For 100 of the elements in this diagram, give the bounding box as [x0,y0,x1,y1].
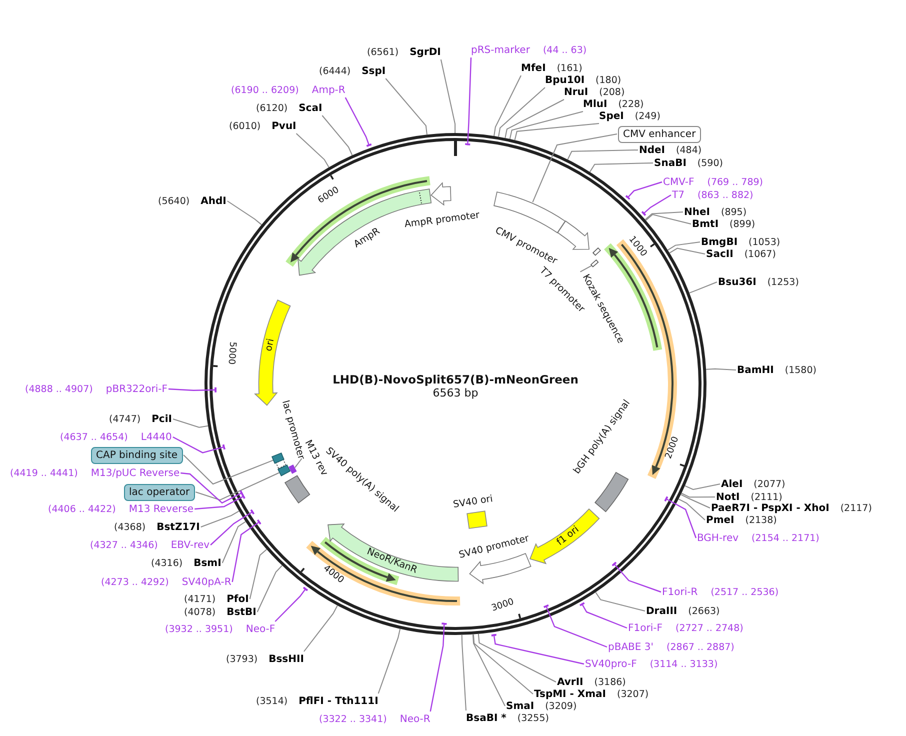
leader-line [532,134,618,203]
feature-label: ori [263,338,277,352]
leader-line [641,194,672,216]
enzyme-site-label: (4316) BsmI [151,556,222,570]
scale-label: 2000 [664,435,682,460]
leader-line [595,592,646,612]
primer-site-label: BGH-rev (2154 .. 2171) [697,532,820,544]
leader-line [385,78,428,136]
scale-label: 3000 [490,597,516,615]
leader-line [580,265,592,272]
primer-site-label: (3932 .. 3951) Neo-F [165,622,276,636]
enzyme-site-label: TspMI - XmaI (3207) [534,688,649,700]
enzyme-site-label: AleI (2077) [721,478,786,490]
feature-tag: CAP binding site [91,446,183,464]
leader-line [504,99,564,138]
enzyme-site-label: NdeI (484) [639,144,702,156]
enzyme-site-label: (3793) BssHII [226,652,304,666]
enzyme-site-label: (6444) SspI [319,64,386,78]
leader-line [644,212,684,220]
leader-line [579,602,628,629]
enzyme-site-label: Bpu10I (180) [545,74,622,86]
leader-line [172,436,226,454]
leader-line [514,123,600,141]
primer-site-label: (3322 .. 3341) Neo-R [319,712,430,726]
enzyme-site-label: BsaBI * (3255) [466,712,549,724]
enzyme-site-label: Bsu36I (1253) [718,276,799,288]
leader-line [256,565,283,612]
enzyme-site-label: (3514) PflFI - Tth111I [256,694,378,708]
leader-line [210,509,255,546]
primer-site-label: T7 (863 .. 882) [672,188,754,202]
leader-line [294,458,302,468]
enzyme-site-label: PaeR7I - PspXI - XhoI (2117) [711,502,872,514]
primer-site-label: (4273 .. 4292) SV40pA-R [101,576,232,588]
leader-line [322,115,353,156]
leader-line [684,484,720,490]
leader-line [678,498,706,520]
leader-line [667,242,700,251]
enzyme-site-label: MfeI (161) [521,62,582,74]
primer-site-label: SV40pro-F (3114 .. 3133) [585,658,718,670]
leader-line [194,494,246,510]
leader-line [664,496,697,538]
leader-line [296,133,330,168]
enzyme-site-label: AvrII (3186) [557,676,626,688]
enzyme-site-label: MluI (228) [583,98,644,110]
leader-line [491,634,584,665]
enzyme-site-label: SnaBI (590) [654,156,723,170]
leader-line [430,622,447,712]
leader-line [472,634,506,706]
primer-site-label: CMV-F (769 .. 789) [663,176,763,188]
enzyme-site-label: (4747) PciI [109,412,172,426]
enzyme-site-label: SpeI (249) [599,110,660,122]
leader-line [200,510,240,528]
plasmid-size-label: 6563 bp [432,386,478,400]
primer-site-label: (4327 .. 4346) EBV-rev [90,538,210,552]
scale-label: 5000 [224,341,237,365]
enzyme-site-label: (4171) PfoI [184,592,249,606]
leader-line [625,181,662,200]
leader-line [222,521,246,564]
leader-line [680,492,716,498]
leader-line [344,97,372,147]
leader-line [567,150,638,160]
leader-line [498,87,546,138]
enzyme-site-label: (4368) BstZ17I [114,520,200,534]
primer-site-label: (4637 .. 4654) L4440 [60,430,172,444]
leader-line [183,454,274,485]
leader-line [680,494,710,508]
feature-tag: CMV enhancer [618,126,701,142]
enzyme-site-label: BmtI (899) [692,218,756,230]
primer-site-label: F1ori-F (2727 .. 2748) [628,622,744,634]
leader-line [274,586,308,622]
leader-line [378,628,401,694]
enzyme-site-label: NotI (2111) [716,490,782,504]
leader-line [232,519,262,582]
primer-site-label: (4419 .. 4441) M13/pUC Reverse [10,466,180,480]
primer-site-label: (4406 .. 4422) M13 Reverse [48,502,194,516]
enzyme-site-label: BmgBI (1053) [701,236,780,248]
enzyme-site-label: (5640) AhdI [158,194,226,208]
feature-label: f1 ori [555,524,582,548]
feature-tag: lac operator [124,484,195,500]
leader-line [612,562,662,593]
leader-line [168,387,217,392]
enzyme-site-label: SmaI (3209) [506,700,577,712]
leader-line [688,282,718,294]
enzyme-site-label: BamHI (1580) [737,364,816,376]
primer-site-label: pBABE 3' (2867 .. 2887) [608,640,734,654]
leader-line [472,634,534,694]
leader-line [180,472,244,504]
leader-line [589,162,654,172]
leader-line [669,248,706,254]
enzyme-site-label: (6120) ScaI [256,102,322,114]
primer-site-label: (6190 .. 6209) Amp-R [231,84,346,96]
primer-site-label: pRS-marker (44 .. 63) [471,44,587,56]
leader-line [465,57,472,146]
feature-label: SV40 ori [452,493,494,510]
leader-line [461,634,466,711]
leader-line [494,75,522,136]
leader-line [303,605,338,652]
enzyme-site-label: SacII (1067) [706,248,776,260]
leader-line [509,111,584,140]
leader-line [478,633,556,682]
